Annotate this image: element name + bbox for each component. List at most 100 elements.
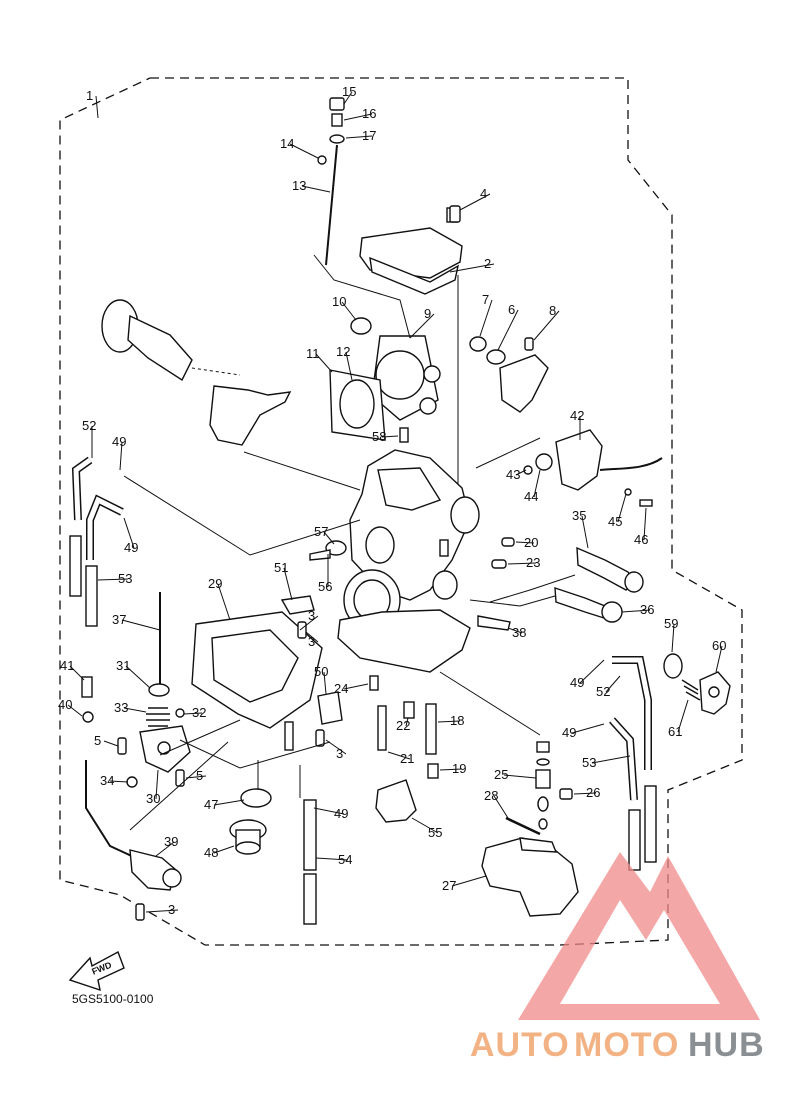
fitting-26 (559, 788, 573, 800)
jet-19 (427, 763, 439, 779)
callout-label: 38 (512, 625, 526, 640)
callout-label: 40 (58, 697, 72, 712)
callout-label: 43 (506, 467, 520, 482)
jet-22 (403, 701, 415, 719)
callout-label: 3 (168, 902, 175, 917)
callout-label: 9 (424, 306, 431, 321)
callout-leader (493, 795, 509, 819)
callout-label: 55 (428, 825, 442, 840)
callout-leader (155, 841, 175, 857)
callout-label: 59 (664, 616, 678, 631)
screw-4 (449, 205, 461, 223)
carburetor-body (337, 449, 480, 673)
pump-lever-30 (139, 725, 191, 773)
screw-3a (297, 621, 307, 639)
bolt-38 (477, 615, 511, 631)
throttle-sensor (523, 429, 663, 507)
callout-leader (345, 135, 373, 139)
callout-leader (671, 623, 675, 653)
callout-leader (313, 807, 345, 815)
callout-label: 3 (308, 608, 315, 623)
callout-label: 19 (452, 761, 466, 776)
callout-leader (515, 469, 527, 476)
fwd-arrow-icon: FWD (68, 951, 125, 992)
callout-label: 17 (362, 128, 376, 143)
bracket-50 (317, 691, 343, 725)
screw-3b (315, 729, 325, 747)
callout-leader (451, 875, 487, 887)
screw-56 (309, 549, 331, 561)
callout-label: 15 (342, 84, 356, 99)
callout-label: 16 (362, 106, 376, 121)
float-bowl-29 (191, 611, 323, 751)
callout-label: 49 (124, 540, 138, 555)
callout-label: 26 (586, 785, 600, 800)
callout-leader (305, 631, 319, 643)
callout-leader (323, 671, 327, 695)
callout-label: 20 (524, 535, 538, 550)
callout-label: 14 (280, 136, 294, 151)
callout-label: 45 (608, 514, 622, 529)
screw-8 (524, 337, 534, 351)
callout-leader (325, 739, 347, 755)
callout-label: 21 (400, 751, 414, 766)
callout-leader (437, 720, 461, 723)
cable-39 (85, 760, 137, 859)
callout-label: 18 (450, 713, 464, 728)
callout-label: 52 (82, 418, 96, 433)
jet-21 (377, 705, 387, 751)
callout-label: 5 (94, 733, 101, 748)
ring-40 (82, 711, 94, 723)
mounting-bracket (209, 385, 292, 446)
callout-label: 2 (484, 256, 491, 271)
plug-57 (325, 540, 347, 556)
callout-label: 32 (192, 705, 206, 720)
callout-leader (479, 299, 493, 337)
callout-label: 39 (164, 834, 178, 849)
plate-51 (280, 595, 315, 615)
callout-leader (345, 351, 353, 381)
callout-label: 49 (334, 806, 348, 821)
callout-label: 4 (480, 186, 487, 201)
callout-leader (343, 91, 353, 105)
callout-leader (121, 619, 161, 631)
callout-leader (409, 313, 435, 339)
fitting-23 (491, 559, 507, 569)
pin-28 (505, 816, 541, 836)
pilot-screw-36 (554, 587, 623, 623)
callout-leader (643, 507, 647, 541)
callout-leader (109, 780, 129, 783)
callout-label: 49 (562, 725, 576, 740)
callout-label: 3 (336, 746, 343, 761)
callout-leader (715, 645, 723, 673)
callout-label: 10 (332, 294, 346, 309)
callout-label: 30 (146, 791, 160, 806)
spring-33 (146, 707, 170, 727)
callout-label: 1 (86, 88, 93, 103)
seal-59 (663, 653, 683, 679)
callout-leader (405, 717, 409, 727)
callout-leader (283, 567, 293, 601)
callout-label: 33 (114, 700, 128, 715)
watermark-logo: AUTO MOTO HUB (470, 852, 765, 1064)
callout-leader (677, 699, 689, 733)
callout-label: 28 (484, 788, 498, 803)
callout-leader (381, 435, 399, 438)
hose-54 (303, 799, 317, 871)
callout-leader (507, 627, 523, 634)
callout-leader (95, 95, 99, 119)
callout-leader (343, 683, 369, 690)
callout-label: 58 (372, 429, 386, 444)
callout-leader (185, 775, 207, 779)
callout-leader (155, 769, 159, 800)
ring-part (350, 317, 372, 335)
watermark-text-hub: HUB (688, 1026, 765, 1064)
callout-label: 8 (549, 303, 556, 318)
oring-47 (240, 788, 272, 808)
callout-leader (119, 441, 123, 471)
callout-leader (217, 583, 231, 621)
cup-55 (375, 779, 417, 823)
spring-41 (81, 676, 93, 698)
callout-label: 42 (570, 408, 584, 423)
